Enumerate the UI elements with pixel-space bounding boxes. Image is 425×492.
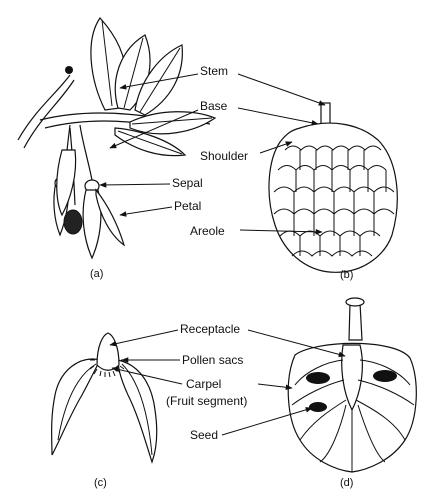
label-sepal: Sepal xyxy=(172,176,203,190)
label-petal: Petal xyxy=(174,199,201,213)
label-seed: Seed xyxy=(190,428,218,442)
label-stem: Stem xyxy=(200,64,228,78)
label-receptacle: Receptacle xyxy=(180,322,240,336)
label-shoulder: Shoulder xyxy=(200,149,248,163)
pollen-ball xyxy=(64,210,82,234)
label-base: Base xyxy=(200,99,227,113)
seed-shape xyxy=(309,402,327,412)
fruit-outline xyxy=(269,123,397,272)
bud xyxy=(65,66,73,74)
panel-d-section-drawing xyxy=(288,298,416,472)
branch-stem xyxy=(18,75,70,140)
label-areole: Areole xyxy=(190,224,225,238)
open-petal-left xyxy=(52,359,100,455)
panel-b-fruit-drawing xyxy=(269,103,397,272)
fruit-stem xyxy=(321,103,330,125)
panel-label-d: (d) xyxy=(340,476,353,490)
seed-shape xyxy=(373,370,397,382)
seed-shape xyxy=(306,372,330,384)
branch-stem-back xyxy=(24,80,74,148)
panel-c-flower-drawing xyxy=(52,333,157,462)
panel-label-a: (a) xyxy=(90,267,103,281)
panel-label-c: (c) xyxy=(94,476,107,490)
label-pollen-sacs: Pollen sacs xyxy=(182,353,243,367)
receptacle-center xyxy=(97,333,119,370)
flower-center xyxy=(57,150,76,215)
panel-a-branch-drawing xyxy=(18,18,215,258)
label-carpel: Carpel xyxy=(186,377,221,391)
panel-label-b: (b) xyxy=(340,268,353,282)
section-stem xyxy=(349,303,362,340)
label-fruit-segment: (Fruit segment) xyxy=(166,394,247,408)
